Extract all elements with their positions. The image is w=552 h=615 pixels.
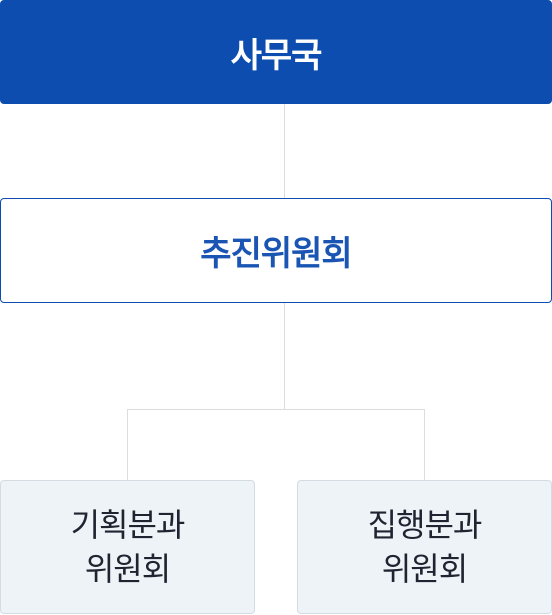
connector-to-execution [424, 409, 425, 480]
execution-subcommittee-box: 집행분과 위원회 [297, 480, 552, 614]
secretariat-box: 사무국 [0, 0, 552, 104]
connector-to-planning [127, 409, 128, 480]
connector-middle-down [284, 303, 285, 409]
connector-horizontal [127, 409, 425, 410]
planning-subcommittee-line1: 기획분과 [70, 506, 186, 544]
execution-subcommittee-line1: 집행분과 [367, 506, 483, 544]
secretariat-label: 사무국 [230, 35, 323, 76]
planning-subcommittee-line2: 위원회 [84, 550, 171, 588]
promotion-committee-label: 추진위원회 [200, 234, 352, 274]
execution-subcommittee-line2: 위원회 [381, 550, 468, 588]
connector-top-to-middle [284, 104, 285, 198]
promotion-committee-box: 추진위원회 [0, 198, 552, 303]
planning-subcommittee-box: 기획분과 위원회 [0, 480, 255, 614]
